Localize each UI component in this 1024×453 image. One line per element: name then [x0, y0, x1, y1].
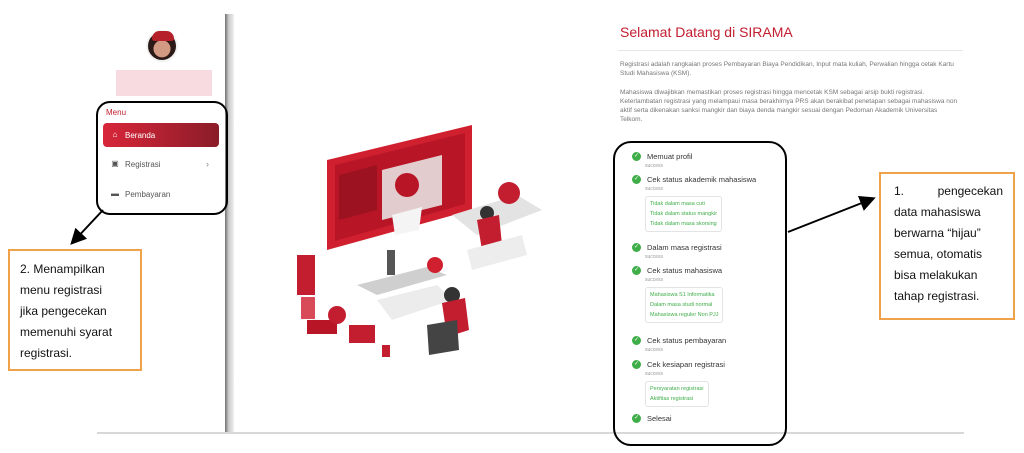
status-state: success: [645, 186, 664, 192]
list-item: Persyaratan registrasi: [650, 386, 704, 392]
status-detail-list: Persyaratan registrasi Aktifitas registr…: [645, 381, 709, 407]
registration-icon: ▣: [111, 159, 119, 168]
status-state: success: [645, 371, 664, 377]
sidebar-item-beranda[interactable]: ⌂ Beranda: [103, 123, 219, 147]
check-circle-icon: ✓: [632, 152, 641, 161]
list-item: Dalam masa studi normal: [650, 302, 713, 308]
status-step-masa-registrasi: ✓ Dalam masa registrasi: [632, 243, 722, 252]
status-step-selesai: ✓ Selesai: [632, 414, 672, 423]
status-step-akademik: ✓ Cek status akademik mahasiswa: [632, 175, 757, 184]
annotation-note-2: 2. Menampilkan menu registrasi jika peng…: [8, 249, 142, 371]
sidebar-item-label: Registrasi: [125, 159, 161, 169]
check-circle-icon: ✓: [632, 243, 641, 252]
status-detail-list: Tidak dalam masa cuti Tidak dalam status…: [645, 196, 723, 232]
check-circle-icon: ✓: [632, 175, 641, 184]
arrow-to-note-2: [70, 209, 104, 245]
menu-highlight-ring: [96, 101, 228, 215]
list-item: Aktifitas registrasi: [650, 396, 694, 402]
app-window: [97, 14, 964, 434]
home-icon: ⌂: [112, 130, 118, 139]
payment-icon: ▬: [111, 189, 119, 198]
check-circle-icon: ✓: [632, 336, 641, 345]
intro-paragraph: Registrasi adalah rangkaian proses Pemba…: [620, 61, 954, 77]
list-item: Mahasiswa S1 Informatika: [650, 292, 715, 298]
status-state: success: [645, 163, 664, 169]
status-highlight-ring: [613, 141, 787, 446]
status-state: success: [645, 277, 664, 283]
warning-paragraph: Mahasiswa diwajibkan memastikan proses r…: [620, 89, 958, 123]
sidebar-scrollbar[interactable]: [225, 14, 234, 432]
status-detail-list: Mahasiswa S1 Informatika Dalam masa stud…: [645, 287, 724, 323]
arrow-to-note-1: [787, 195, 876, 233]
window-bottom-edge: [97, 432, 964, 434]
title-divider: [618, 50, 963, 51]
status-step-pembayaran: ✓ Cek status pembayaran: [632, 336, 727, 345]
check-circle-icon: ✓: [632, 414, 641, 423]
status-state: success: [645, 254, 664, 260]
sidebar-item-registrasi[interactable]: ▣ Registrasi ›: [103, 152, 219, 176]
sidebar-item-pembayaran[interactable]: ▬ Pembayaran: [103, 182, 219, 206]
list-item: Tidak dalam masa skorsing: [650, 221, 717, 227]
menu-heading: Menu: [106, 108, 127, 117]
chevron-right-icon: ›: [206, 159, 209, 169]
check-circle-icon: ✓: [632, 360, 641, 369]
list-item: Tidak dalam masa cuti: [650, 201, 705, 207]
sidebar-item-label: Beranda: [125, 130, 156, 140]
status-step-memuat-profil: ✓ Memuat profil: [632, 152, 693, 161]
annotation-note-1: 1. pengecekan data mahasiswa berwarna “h…: [879, 172, 1015, 320]
status-state: success: [645, 347, 664, 353]
list-item: Mahasiswa reguler Non PJJ: [650, 312, 719, 318]
page-title: Selamat Datang di SIRAMA: [620, 24, 793, 40]
check-circle-icon: ✓: [632, 266, 641, 275]
status-step-status-mahasiswa: ✓ Cek status mahasiswa: [632, 266, 723, 275]
list-item: Tidak dalam status mangkir: [650, 211, 718, 217]
status-step-kesiapan: ✓ Cek kesiapan registrasi: [632, 360, 725, 369]
sidebar-item-label: Pembayaran: [125, 189, 171, 199]
avatar[interactable]: [146, 30, 178, 62]
user-name-redacted: [116, 70, 212, 96]
registration-illustration: [297, 125, 542, 357]
